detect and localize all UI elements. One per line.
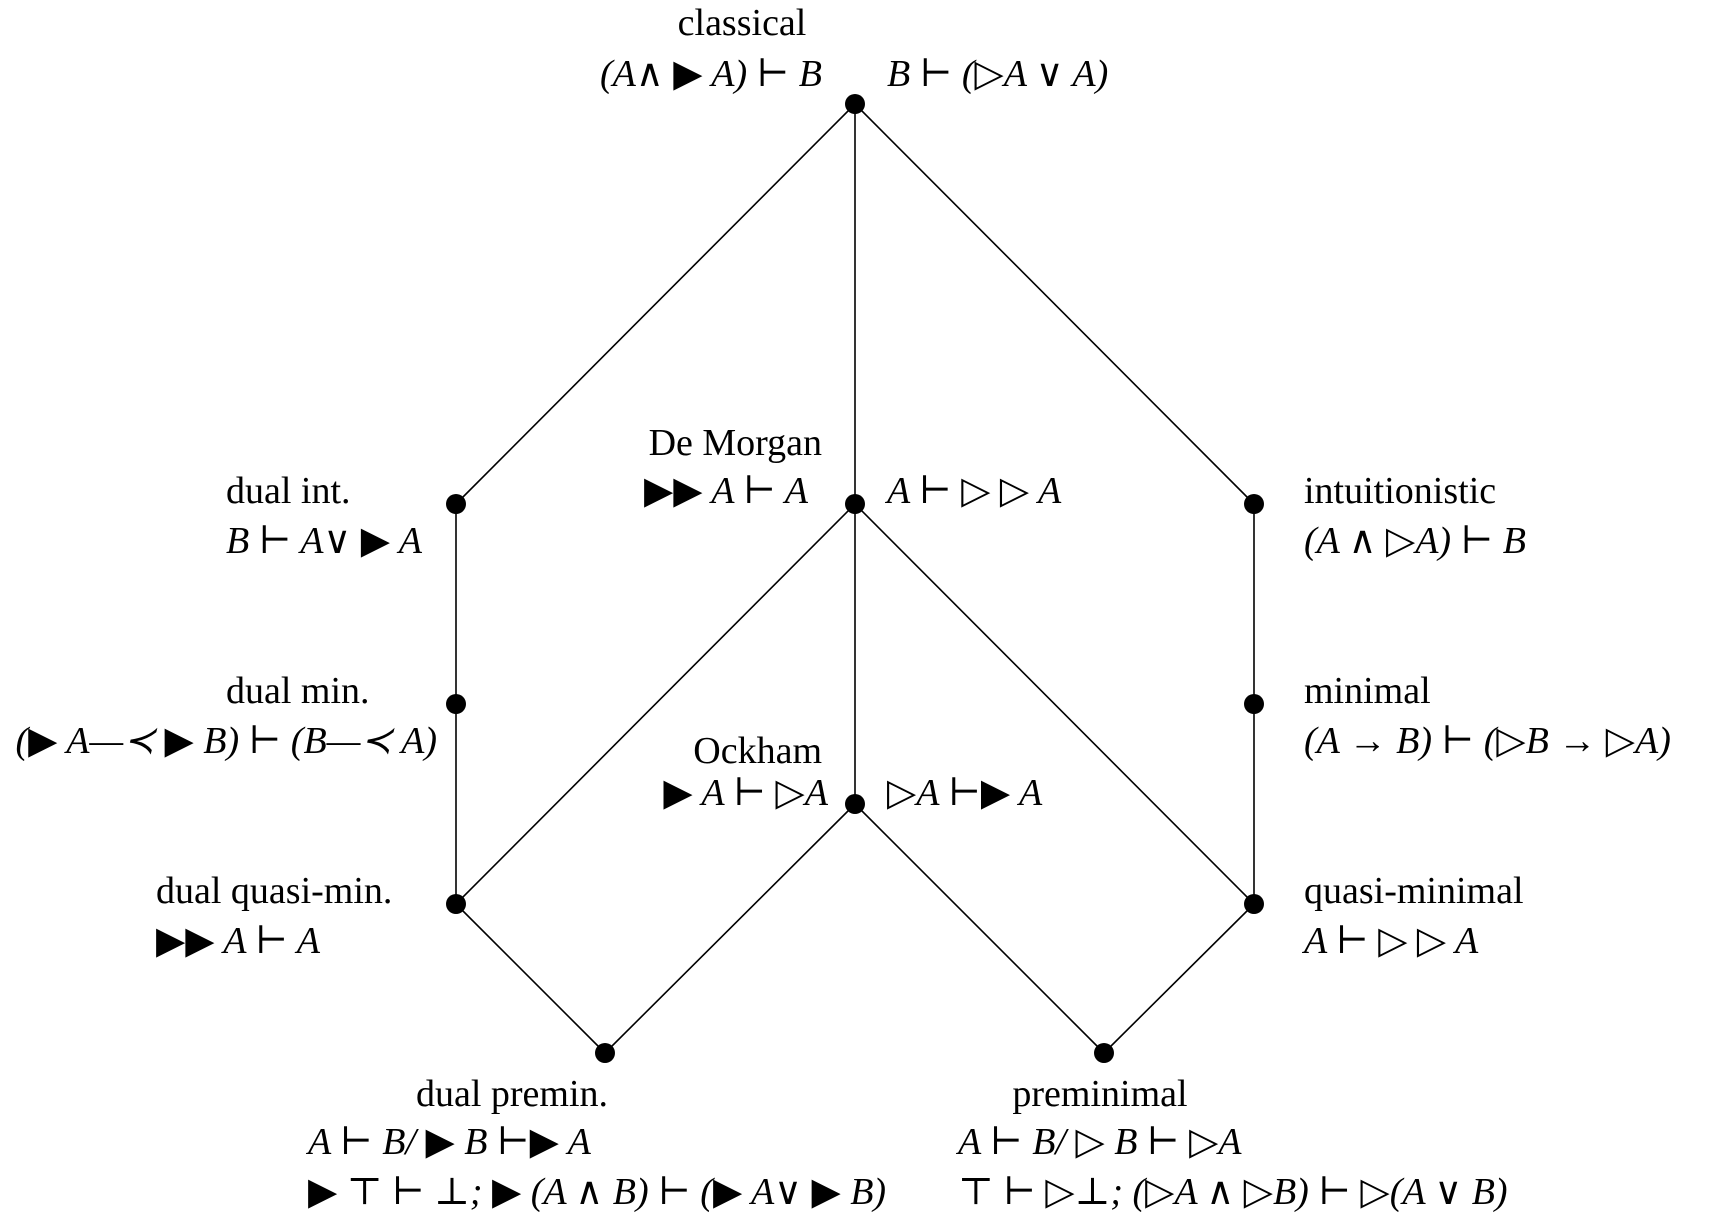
edge-ockham-dual-premin <box>604 803 856 1054</box>
node-dual-min <box>446 694 466 714</box>
nodes <box>446 94 1264 1063</box>
dual-quasi-min-formula: ▶▶ A ⊢ A <box>156 920 321 962</box>
node-ockham <box>845 794 865 814</box>
dual-quasi-min-name: dual quasi-min. <box>156 870 392 912</box>
classical-right-formula: B ⊢ (▷A ∨ A) <box>887 53 1108 95</box>
edges <box>455 103 1255 1054</box>
edge-quasi-minimal-preminimal <box>1103 903 1255 1054</box>
node-intuitionistic <box>1244 494 1264 514</box>
node-minimal <box>1244 694 1264 714</box>
node-de-morgan <box>845 494 865 514</box>
dual-premin-line-2: ▶ ⊤ ⊢ ⊥; ▶ (A ∧ B) ⊢ (▶ A∨ ▶ B) <box>308 1171 886 1213</box>
ockham-name: Ockham <box>693 730 822 772</box>
edge-dual-quasi-min-dual-premin <box>455 903 606 1054</box>
node-dual-premin <box>595 1043 615 1063</box>
quasi-minimal-name: quasi-minimal <box>1304 870 1524 912</box>
edge-classical-dual-int <box>455 103 856 505</box>
edge-ockham-preminimal <box>854 803 1105 1054</box>
edge-de-morgan-quasi-minimal <box>854 503 1255 905</box>
de-morgan-name: De Morgan <box>649 422 822 464</box>
intuitionistic-name: intuitionistic <box>1304 470 1496 512</box>
dual-int-name: dual int. <box>226 470 351 512</box>
edge-de-morgan-dual-quasi-min <box>455 503 856 905</box>
preminimal-name: preminimal <box>1012 1073 1187 1115</box>
de-morgan-left-formula: ▶▶ A ⊢ A <box>644 470 809 512</box>
node-dual-quasi-min <box>446 894 466 914</box>
node-classical <box>845 94 865 114</box>
dual-premin-line-1: A ⊢ B/ ▶ B ⊢▶ A <box>305 1121 592 1163</box>
node-dual-int <box>446 494 466 514</box>
classical-left-formula: (A∧ ▶ A) ⊢ B <box>600 53 822 95</box>
node-quasi-minimal <box>1244 894 1264 914</box>
minimal-name: minimal <box>1304 670 1431 712</box>
minimal-formula: (A → B) ⊢ (▷B → ▷A) <box>1304 720 1671 762</box>
dual-min-formula: (▶ A—≺ ▶ B) ⊢ (B—≺ A) <box>16 720 437 762</box>
de-morgan-right-formula: A ⊢ ▷ ▷ A <box>884 470 1062 512</box>
preminimal-line-1: A ⊢ B/ ▷ B ⊢ ▷A <box>955 1121 1242 1163</box>
dual-min-name: dual min. <box>226 670 370 712</box>
ockham-right-formula: ▷A ⊢▶ A <box>887 772 1043 814</box>
intuitionistic-formula: (A ∧ ▷A) ⊢ B <box>1304 520 1526 562</box>
dual-premin-name: dual premin. <box>416 1073 608 1115</box>
quasi-minimal-formula: A ⊢ ▷ ▷ A <box>1301 920 1479 962</box>
dual-int-formula: B ⊢ A∨ ▶ A <box>226 520 423 562</box>
edge-classical-intuitionistic <box>854 103 1255 505</box>
classical-name: classical <box>678 2 807 44</box>
node-preminimal <box>1094 1043 1114 1063</box>
preminimal-line-2: ⊤ ⊢ ▷⊥; (▷A ∧ ▷B) ⊢ ▷(A ∨ B) <box>958 1171 1508 1213</box>
ockham-left-formula: ▶ A ⊢ ▷A <box>663 772 828 814</box>
labels: classical (A∧ ▶ A) ⊢ B B ⊢ (▷A ∨ A) De M… <box>16 2 1671 1213</box>
